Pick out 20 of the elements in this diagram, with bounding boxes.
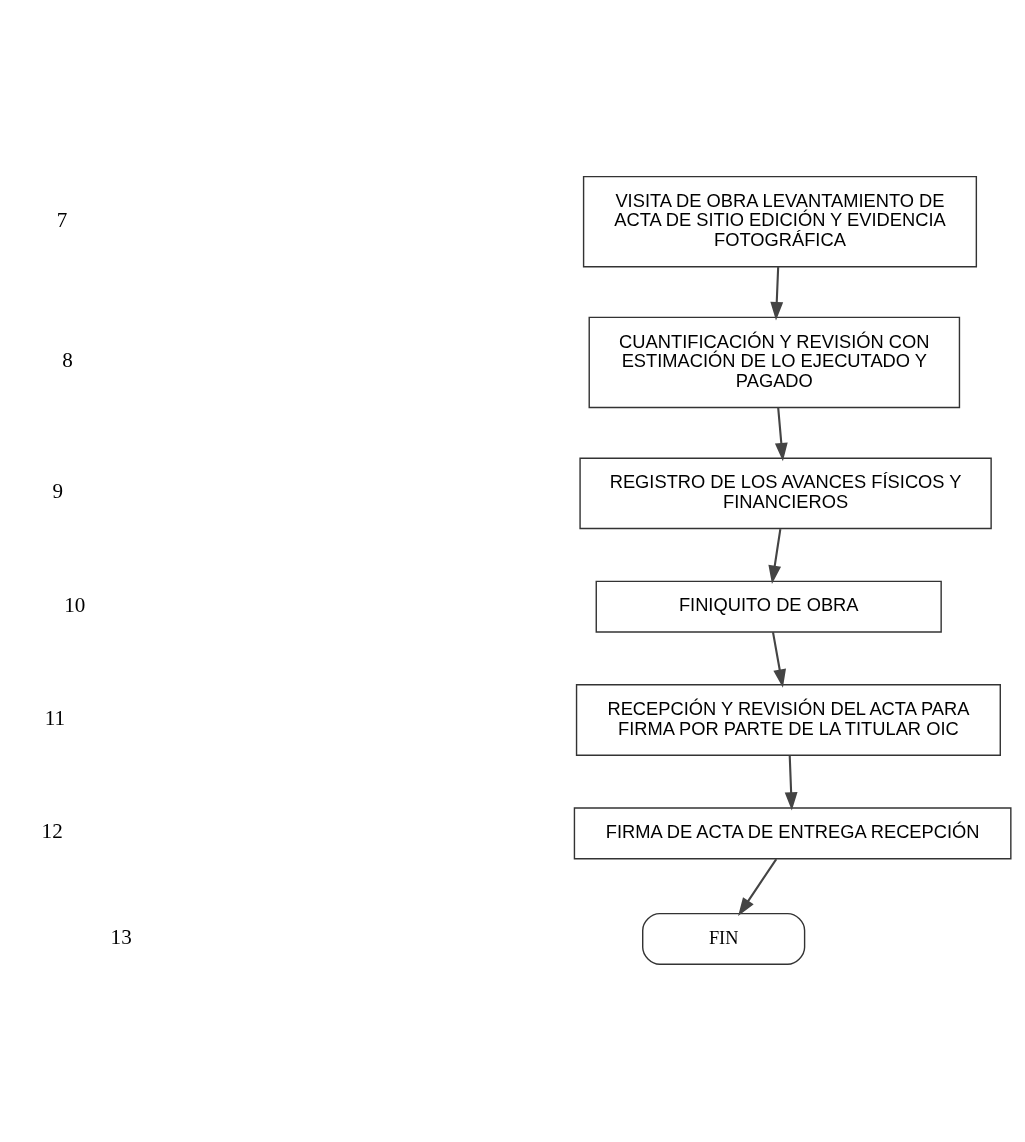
arrow: [768, 528, 782, 584]
node-box: VISITA DE OBRA LEVANTAMIENTO DE ACTA DE SITIO EDICIÓN Y EVIDENCIA FOTOGRÁFICA: [582, 175, 978, 267]
arrow: [738, 858, 778, 916]
arrow: [771, 631, 786, 688]
node-box: FIRMA DE ACTA DE ENTREGA RECEPCIÓN: [573, 806, 1012, 859]
arrow: [784, 755, 798, 811]
arrow: [770, 266, 784, 320]
label: 12: [41, 818, 63, 843]
node-box: FINIQUITO DE OBRA: [595, 580, 942, 633]
node-box: RECEPCIÓN Y REVISIÓN DEL ACTA PARA FIRMA POR PARTE DE LA TITULAR OIC: [575, 683, 1001, 756]
node-box: CUANTIFICACIÓN Y REVISIÓN CON ESTIMACIÓN DE LO EJECUTADO Y PAGADO: [588, 316, 961, 408]
arrow: [774, 407, 788, 461]
node-box: REGISTRO DE LOS AVANCES FÍSICOS Y FINANCIEROS: [579, 456, 992, 529]
label: 11: [44, 705, 66, 730]
label: 7: [56, 207, 68, 232]
label: 10: [64, 592, 86, 617]
node-box: FIN: [642, 912, 806, 965]
label: 13: [110, 924, 132, 949]
label: 8: [62, 347, 73, 372]
label: 9: [52, 478, 64, 503]
